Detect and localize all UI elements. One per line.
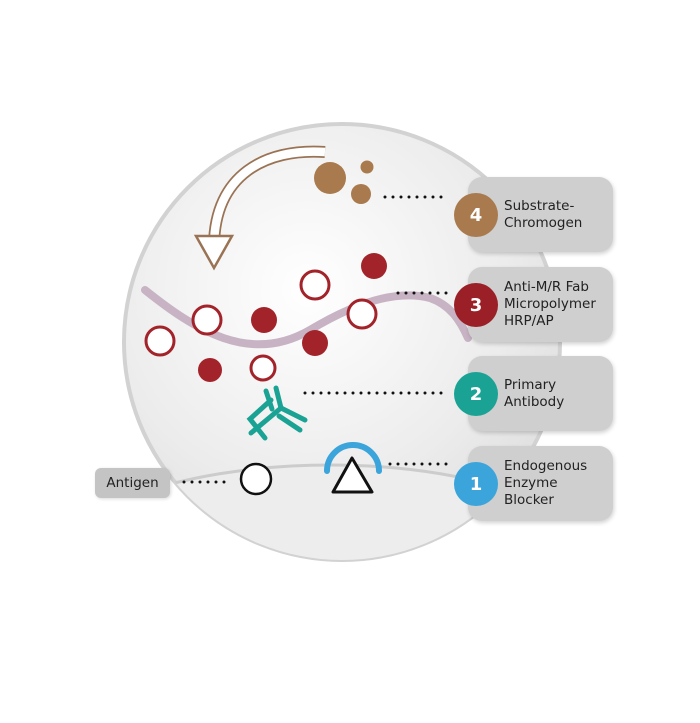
endogenous-enzyme-triangle: [331, 456, 374, 494]
solid-bead: [361, 253, 387, 279]
step-badge-3: 3: [454, 283, 498, 327]
leader-lines: [182, 195, 450, 484]
step-label-4: Substrate- Chromogen: [504, 197, 583, 231]
step-card-3: 3 Anti-M/R Fab Micropolymer HRP/AP: [454, 267, 613, 342]
chromogen-dot: [360, 160, 374, 174]
step-badge-2: 2: [454, 372, 498, 416]
hollow-bead: [191, 304, 223, 336]
curved-arrow-icon: [193, 145, 326, 271]
polymer-beads: [144, 253, 387, 382]
hollow-bead: [299, 269, 331, 301]
enzyme-blocker-arc: [324, 442, 382, 474]
step-label-1: Endogenous Enzyme Blocker: [504, 458, 588, 508]
solid-bead: [302, 330, 328, 356]
step-badge-4: 4: [454, 193, 498, 237]
chromogen-dots: [314, 160, 374, 204]
primary-antibody-icon: [246, 385, 308, 441]
step-label-2: Primary Antibody: [504, 376, 565, 410]
step-card-1: 1 Endogenous Enzyme Blocker: [454, 446, 613, 521]
antigen-label: Antigen: [95, 468, 170, 498]
antigen-circle: [239, 462, 273, 496]
chromogen-dot: [314, 162, 346, 194]
solid-bead: [251, 307, 277, 333]
step-card-2: 2 Primary Antibody: [454, 356, 613, 431]
step-label-3: Anti-M/R Fab Micropolymer HRP/AP: [504, 279, 596, 329]
hollow-bead: [249, 354, 277, 382]
solid-bead: [198, 358, 222, 382]
hollow-bead: [346, 298, 378, 330]
step-badge-1: 1: [454, 462, 498, 506]
chromogen-dot: [351, 184, 371, 204]
hollow-bead: [144, 325, 176, 357]
step-card-4: 4 Substrate- Chromogen: [454, 177, 613, 252]
